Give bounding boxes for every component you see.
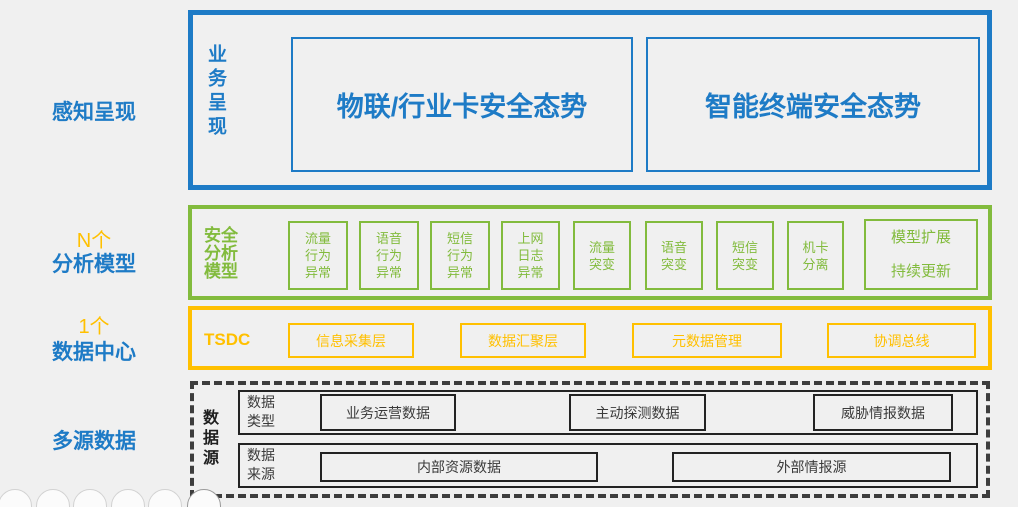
- label-perception: 感知呈现: [52, 101, 136, 124]
- model-extension-box: 模型扩展 持续更新: [864, 219, 978, 290]
- floating-toolbar-button[interactable]: [111, 489, 145, 507]
- label-multi-source: 多源数据: [52, 430, 136, 453]
- external-intel-source-box: 外部情报源: [672, 452, 951, 482]
- data-center-layer-box: [188, 306, 992, 370]
- model-box-sim-separation: 机卡 分离: [787, 221, 844, 290]
- model-box-traffic-burst: 流量 突变: [573, 221, 631, 290]
- label-center-count: 1个: [78, 316, 110, 338]
- threat-intel-data-box: 威胁情报数据: [813, 394, 953, 431]
- tsdc-label: TSDC: [204, 330, 251, 349]
- data-origin-row: [238, 443, 978, 488]
- floating-toolbar-button[interactable]: [148, 489, 182, 507]
- smart-terminal-security-box: 智能终端安全态势: [646, 37, 980, 172]
- internal-resource-data-box: 内部资源数据: [320, 452, 598, 482]
- analysis-side-label: 安全 分析 模型: [204, 226, 238, 281]
- data-aggregation-box: 数据汇聚层: [460, 323, 586, 358]
- coordination-bus-box: 协调总线: [827, 323, 976, 358]
- floating-toolbar-button[interactable]: [36, 489, 70, 507]
- model-box-traffic-behavior: 流量 行为 异常: [288, 221, 348, 290]
- model-box-voice-burst: 语音 突变: [645, 221, 703, 290]
- data-source-layer-box: [190, 381, 990, 498]
- model-box-sms-burst: 短信 突变: [716, 221, 774, 290]
- data-type-row: [238, 390, 978, 435]
- iot-card-security-box: 物联/行业卡安全态势: [291, 37, 633, 172]
- analysis-layer-box: [188, 205, 992, 300]
- active-probe-data-box: 主动探测数据: [569, 394, 706, 431]
- presentation-layer-box: [188, 10, 992, 190]
- model-box-sms-behavior: 短信 行为 异常: [430, 221, 490, 290]
- label-data-center: 数据中心: [52, 341, 136, 364]
- metadata-management-box: 元数据管理: [632, 323, 782, 358]
- label-model-count: N个: [76, 230, 112, 252]
- data-source-side-label: 数据源: [200, 409, 217, 469]
- model-box-voice-behavior: 语音 行为 异常: [359, 221, 419, 290]
- business-operation-data-box: 业务运营数据: [320, 394, 456, 431]
- floating-toolbar-button[interactable]: [73, 489, 107, 507]
- data-type-label: 数据 类型: [247, 394, 275, 429]
- label-analysis-models: 分析模型: [52, 253, 136, 276]
- data-origin-label: 数据 来源: [247, 447, 275, 482]
- model-box-weblog-anomaly: 上网 日志 异常: [501, 221, 560, 290]
- floating-toolbar-button[interactable]: [0, 489, 32, 507]
- info-collection-box: 信息采集层: [288, 323, 414, 358]
- presentation-side-label: 业务呈现: [205, 44, 226, 140]
